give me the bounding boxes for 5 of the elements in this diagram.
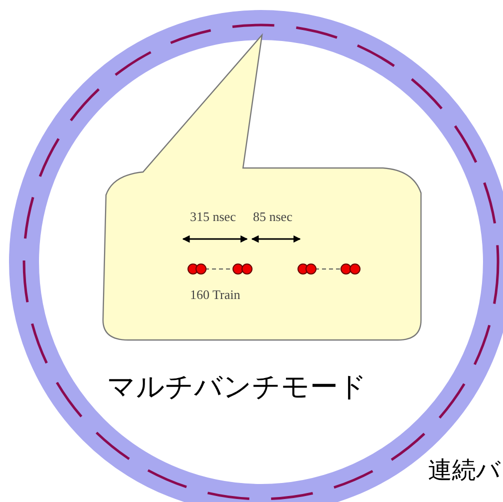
note-text: 連続バ: [428, 458, 501, 482]
train-label: 160 Train: [190, 288, 240, 301]
time-label: 315 nsec: [190, 210, 236, 223]
time-label: 85 nsec: [253, 210, 292, 223]
mode-title: マルチバンチモード: [107, 373, 367, 401]
